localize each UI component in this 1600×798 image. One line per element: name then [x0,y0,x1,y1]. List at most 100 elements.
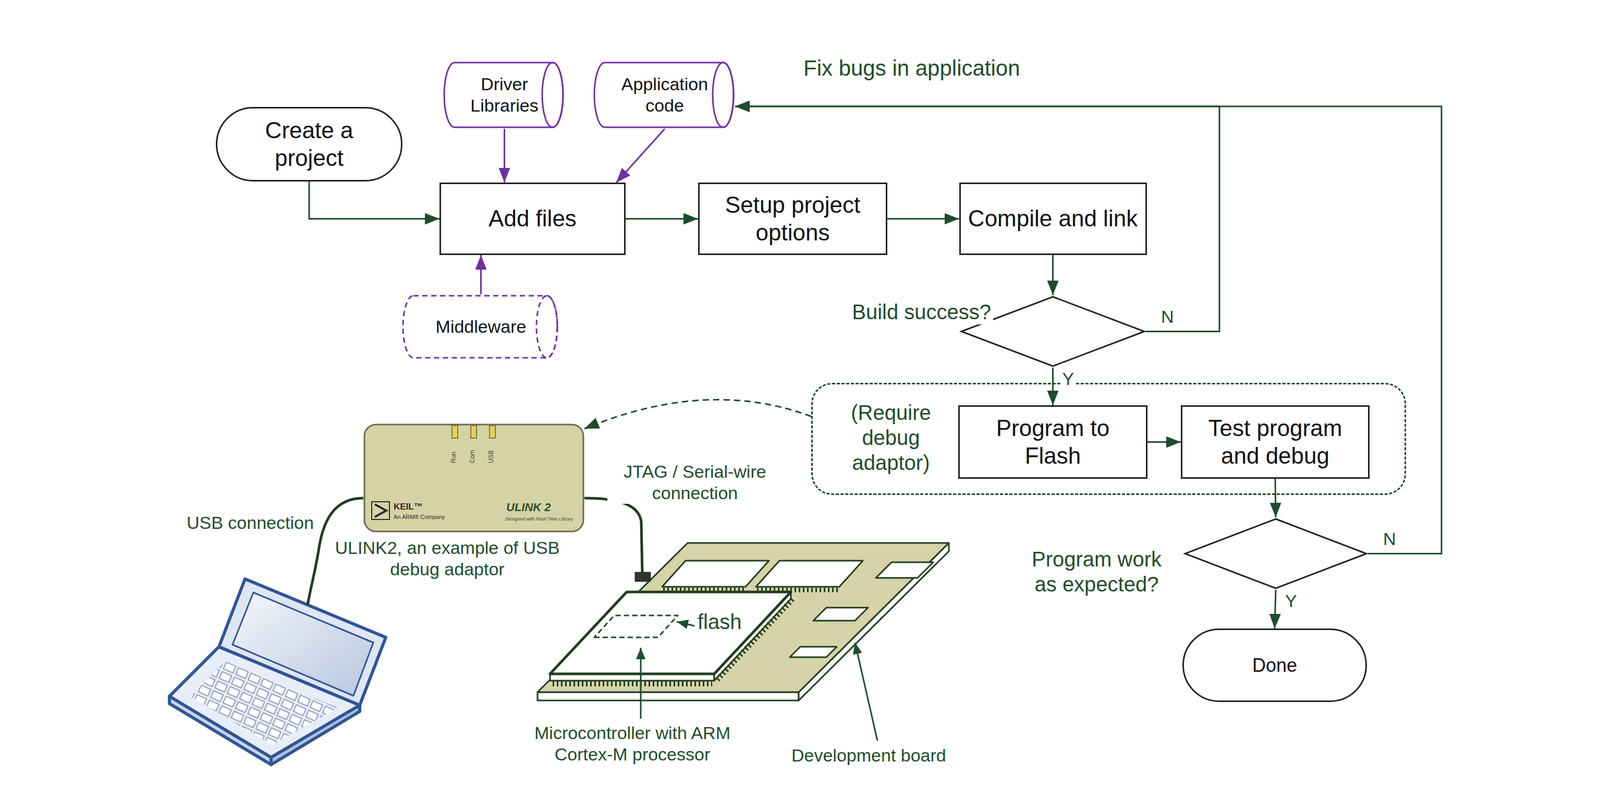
debug-adaptor: Run Com USB KEIL™An ARM® Company ULINK 2Desi… [363,423,585,533]
cylinder-end [536,295,558,358]
label-text: KEIL™ [393,501,423,512]
label-text: Run [449,451,458,463]
cylinder-end [542,62,564,128]
connector [1275,478,1276,518]
text-wrap: Driver Libraries [457,73,552,117]
annotation-label: Fix bugs in application [801,55,1022,82]
text-wrap: Program to Flash [965,414,1141,470]
node-label: Driver Libraries [457,73,552,117]
small-chip [875,562,934,578]
laptop-icon [169,578,386,765]
process-box: Program to Flash [958,405,1148,479]
flash-region [594,615,678,638]
label-text: (Require debug adaptor) [833,399,949,475]
cylinder-shape [594,60,736,129]
optional-cylinder: Middleware [402,294,559,360]
logo-chevron [374,504,387,517]
label-text: Build success? [849,299,994,325]
connector [1052,254,1054,296]
jtag-cable [584,497,643,574]
node-label: Done [1252,653,1298,677]
label-text: USB [487,449,495,463]
connector [309,181,440,219]
annotation-label: JTAG / Serial-wire connection [607,460,783,504]
board-top [537,542,949,692]
edge-label: N [1381,528,1399,549]
cylinder-body [402,295,558,358]
status-led [489,425,496,438]
adaptor-body [364,424,584,532]
process-box: Compile and link [959,182,1147,255]
decision-diamond: Program work as expected? [1183,517,1369,590]
annotation-label: Microcontroller with ARM Cortex-M proces… [526,722,739,765]
microcontroller-chip [550,591,791,674]
node-label: Compile and link [968,204,1138,233]
annotation-label: Development board [789,744,948,766]
development-board [537,542,949,701]
edge-label: Y [1060,368,1077,389]
board-edge [537,691,799,701]
decision-outline [1185,518,1367,589]
process-box: Test program and debug [1180,405,1370,479]
connector [1147,441,1181,443]
connector [584,399,812,429]
text-wrap: Test program and debug [1188,414,1363,470]
connector [887,217,960,220]
library-cylinder: Driver Libraries [444,60,565,129]
diamond-shape [1183,517,1369,590]
decision-diamond: Build success? [959,295,1146,368]
end-terminal: Done [1182,628,1367,702]
label-text: Designed with Real-Time Library [505,516,573,522]
leader-line [855,642,878,741]
connector [625,217,699,220]
node-label: Program to Flash [965,414,1141,470]
jtag-connector [635,572,651,581]
node-label: Application code [607,73,722,117]
debug-region: (Require debug adaptor) Program to Flash T… [811,382,1407,495]
leader-line [640,647,642,719]
connector [503,128,506,183]
annotation-label: USB connection [185,511,316,534]
cylinder-body [594,62,734,128]
ic-chip [755,560,863,587]
text-wrap: Setup project options [705,191,881,247]
label-text: An ARM® Company [393,513,446,521]
logo-box [371,501,390,520]
connector [1274,589,1276,629]
process-box: Add files [439,182,626,255]
text-wrap: Create a project [231,116,387,173]
annotation-label: flash [695,608,744,634]
ic-chip [662,560,769,587]
cylinder-end [712,62,734,128]
label-text: Com [468,449,476,463]
connector [1052,367,1054,406]
node-label: Add files [488,204,577,233]
text-wrap: Add files [488,204,577,233]
laptop-screen [218,578,386,705]
cylinder-body [444,62,564,128]
annotation-label: ULINK2, an example of USB debug adaptor [325,536,569,580]
node-label: Middleware [435,315,527,338]
leader-line [676,621,695,626]
connector [616,128,665,183]
text-wrap: Done [1252,653,1298,677]
node-label: Test program and debug [1188,414,1363,470]
connector [735,106,1442,554]
text-wrap: Compile and link [968,204,1138,233]
status-led [470,425,477,438]
edge-label: N [1158,306,1177,327]
text-wrap: Middleware [435,315,527,338]
code-cylinder: Application code [594,60,736,129]
text-wrap: Application code [607,73,722,117]
small-chip [813,607,869,621]
label-text: ULINK 2 [506,500,552,515]
start-terminal: Create a project [215,106,403,182]
node-label: Setup project options [705,191,881,247]
small-chip [789,646,837,657]
process-box: Setup project options [698,182,888,255]
connector [480,254,482,295]
chip-pins [552,680,713,687]
edge-label: Y [1283,590,1300,612]
label-text: Program work as expected? [1020,546,1174,597]
